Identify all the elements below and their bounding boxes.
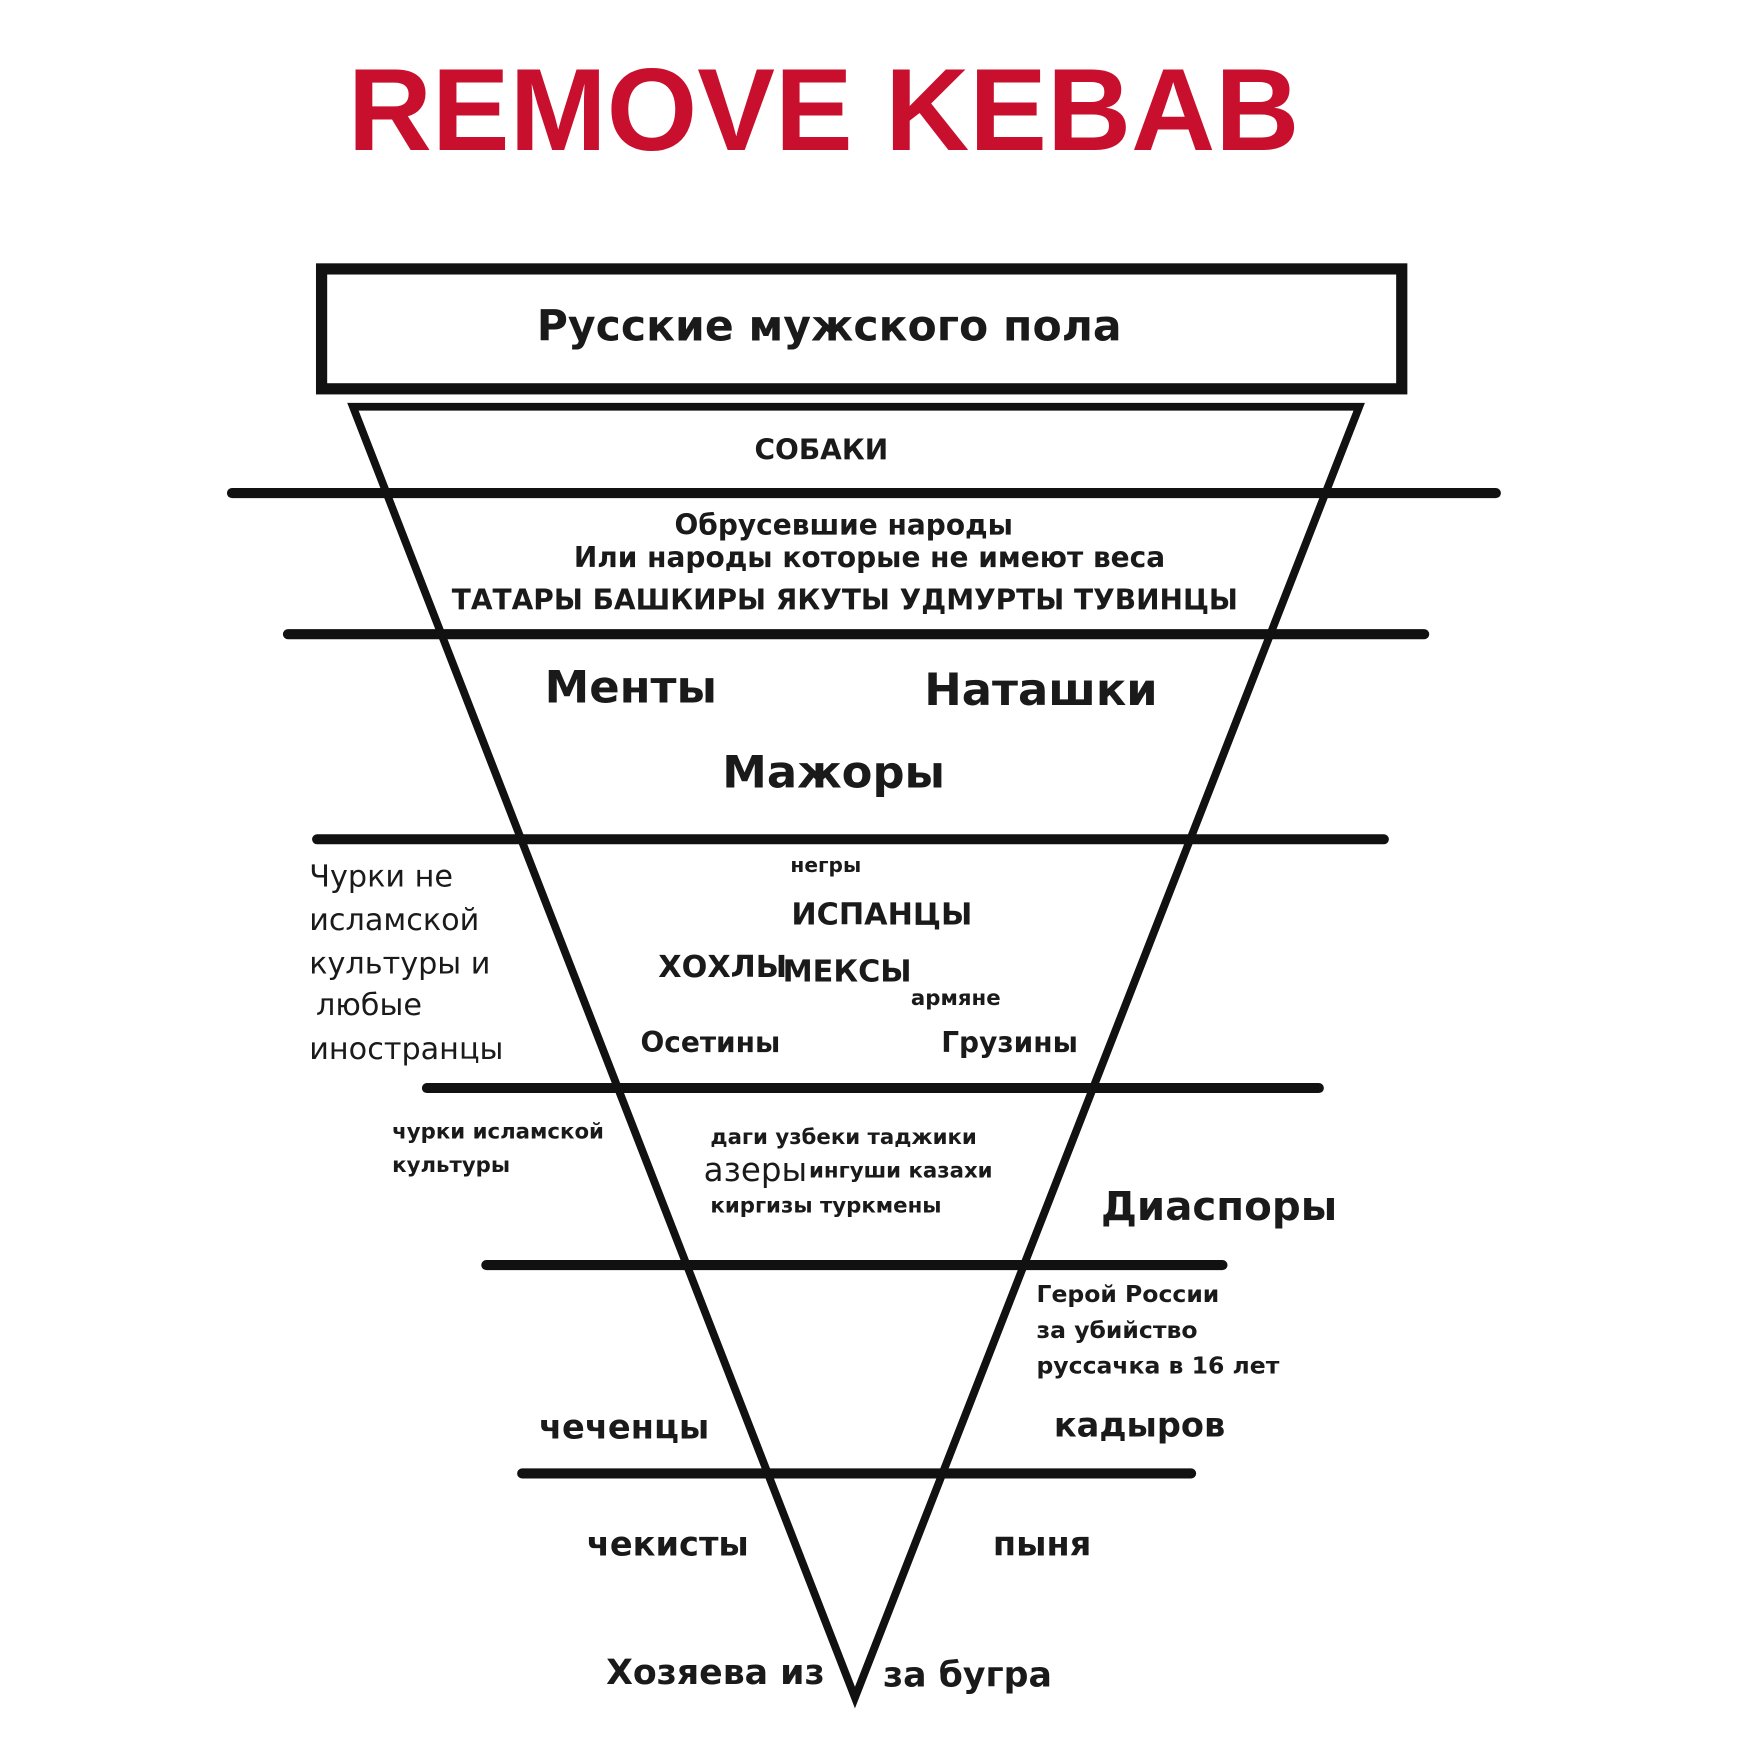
tier-4-side-note: Чурки не исламской культуры и любые инос… bbox=[309, 859, 503, 1067]
top-box-label: Русские мужского пола bbox=[537, 302, 1122, 352]
tier-6-kadyrov: кадыров bbox=[1054, 1405, 1225, 1444]
tier-4-gruziny: Грузины bbox=[941, 1026, 1078, 1059]
tier-4-osetiny: Осетины bbox=[640, 1026, 780, 1059]
tier-1-label: СОБАКИ bbox=[754, 433, 888, 466]
tier-7-pynya: пыня bbox=[993, 1524, 1091, 1563]
tier-5-side-line-2: культуры bbox=[392, 1153, 510, 1178]
inverted-triangle bbox=[347, 402, 1365, 1709]
tier-4-meksy: МЕКСЫ bbox=[783, 955, 912, 990]
title: REMOVE KEBAB bbox=[348, 45, 1300, 175]
tier-3-mazhory: Мажоры bbox=[722, 746, 945, 799]
side-note-line: любые bbox=[316, 988, 422, 1023]
tier-4-armyane: армяне bbox=[911, 986, 1001, 1011]
tier-5-line-2: ингуши казахи bbox=[809, 1159, 993, 1184]
side-note-line: иностранцы bbox=[309, 1032, 503, 1067]
diaspory-label: Диаспоры bbox=[1101, 1183, 1337, 1230]
tier-6-chechentsy: чеченцы bbox=[539, 1408, 709, 1447]
bottom-left-label: Хозяева из bbox=[606, 1653, 825, 1693]
tier-5-line-3: киргизы туркмены bbox=[710, 1193, 941, 1218]
tier-3-menty: Менты bbox=[545, 661, 717, 714]
hero-note-line-3: руссачка в 16 лет bbox=[1036, 1352, 1279, 1380]
side-note-line: исламской bbox=[309, 903, 479, 938]
tier-5-side-line-1: чурки исламской bbox=[392, 1119, 604, 1144]
hero-note-line-1: Герой России bbox=[1036, 1280, 1219, 1308]
side-note-line: культуры и bbox=[309, 947, 490, 982]
tier-7-chekisty: чекисты bbox=[587, 1524, 749, 1563]
tier-4-khokhly: ХОХЛЫ bbox=[658, 950, 787, 985]
tier-2-line-3: ТАТАРЫ БАШКИРЫ ЯКУТЫ УДМУРТЫ ТУВИНЦЫ bbox=[452, 584, 1238, 617]
tier-4-ispantsy: ИСПАНЦЫ bbox=[791, 897, 972, 932]
bottom-right-label: за бугра bbox=[883, 1655, 1052, 1695]
side-note-line: Чурки не bbox=[309, 859, 453, 894]
tier-2-line-1: Обрусевшие народы bbox=[674, 508, 1013, 541]
tier-3-natashki: Наташки bbox=[924, 663, 1157, 716]
hero-note-line-2: за убийство bbox=[1036, 1316, 1197, 1344]
tier-5-line-1: даги узбеки таджики bbox=[710, 1125, 976, 1150]
top-box bbox=[315, 263, 1408, 395]
tier-4-negry: негры bbox=[790, 853, 861, 877]
tier-5-azery: азеры bbox=[704, 1151, 807, 1189]
tier-2-line-2: Или народы которые не имеют веса bbox=[574, 541, 1165, 574]
